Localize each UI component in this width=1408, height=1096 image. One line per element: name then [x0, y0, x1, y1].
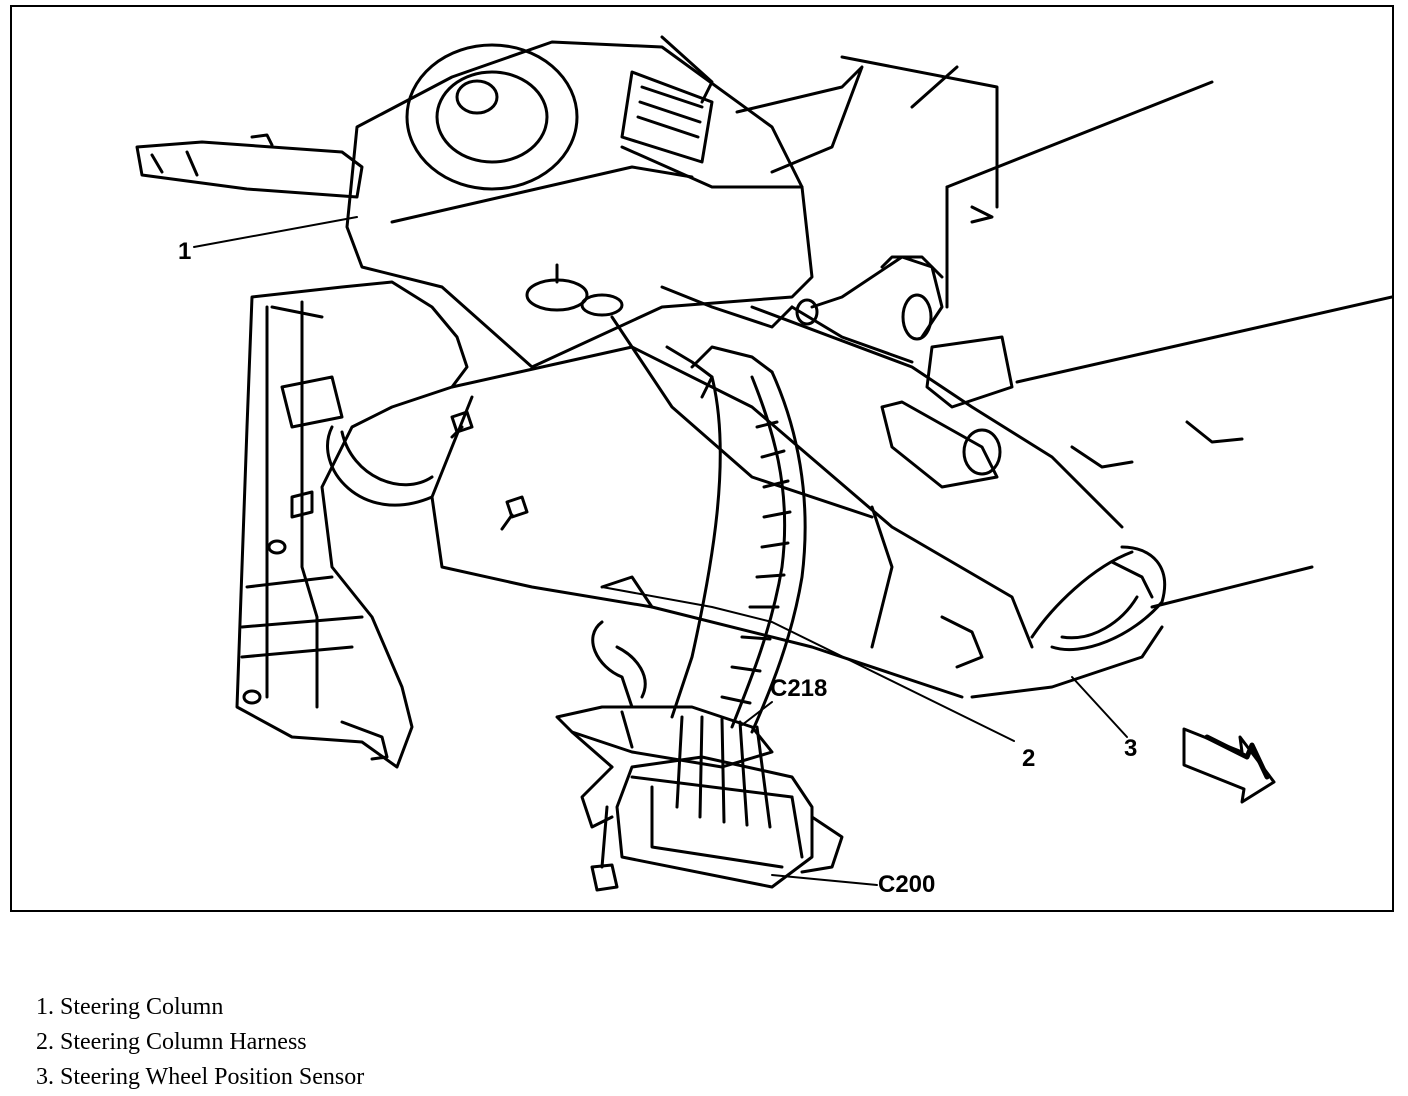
dash-panel-lines	[840, 55, 1392, 609]
callout-2: 2	[1022, 745, 1036, 772]
legend-item: 1. Steering Column	[36, 990, 364, 1025]
legend-text: Steering Wheel Position Sensor	[60, 1064, 365, 1090]
callout-c200: C200	[878, 871, 936, 898]
callout-3: 3	[1124, 735, 1138, 762]
left-mounting-bracket	[235, 280, 469, 769]
legend-number: 1.	[36, 994, 54, 1020]
legend-item: 3. Steering Wheel Position Sensor	[36, 1060, 364, 1095]
turn-signal-stalk	[135, 133, 364, 199]
connector-c200	[580, 715, 844, 889]
steering-column-harness	[660, 285, 807, 734]
callout-c218: C218	[770, 675, 828, 702]
mounting-bolts	[450, 410, 619, 892]
legend: 1. Steering Column 2. Steering Column Ha…	[36, 990, 364, 1095]
legend-text: Steering Column	[60, 994, 224, 1020]
sensor-bracket	[790, 255, 1154, 669]
legend-text: Steering Column Harness	[60, 1029, 307, 1055]
legend-item: 2. Steering Column Harness	[36, 1025, 364, 1060]
direction-arrow-icon	[1182, 727, 1276, 804]
steering-column-upper	[345, 35, 864, 369]
steering-column-lower	[326, 305, 1167, 699]
steering-column-illustration	[135, 35, 1392, 892]
callout-1: 1	[178, 238, 192, 265]
legend-number: 3.	[36, 1064, 54, 1090]
leader-lines	[193, 216, 1128, 886]
diagram-frame: 1 2 3 C218 C200	[10, 5, 1394, 912]
lower-duct	[591, 620, 647, 709]
legend-number: 2.	[36, 1029, 54, 1055]
